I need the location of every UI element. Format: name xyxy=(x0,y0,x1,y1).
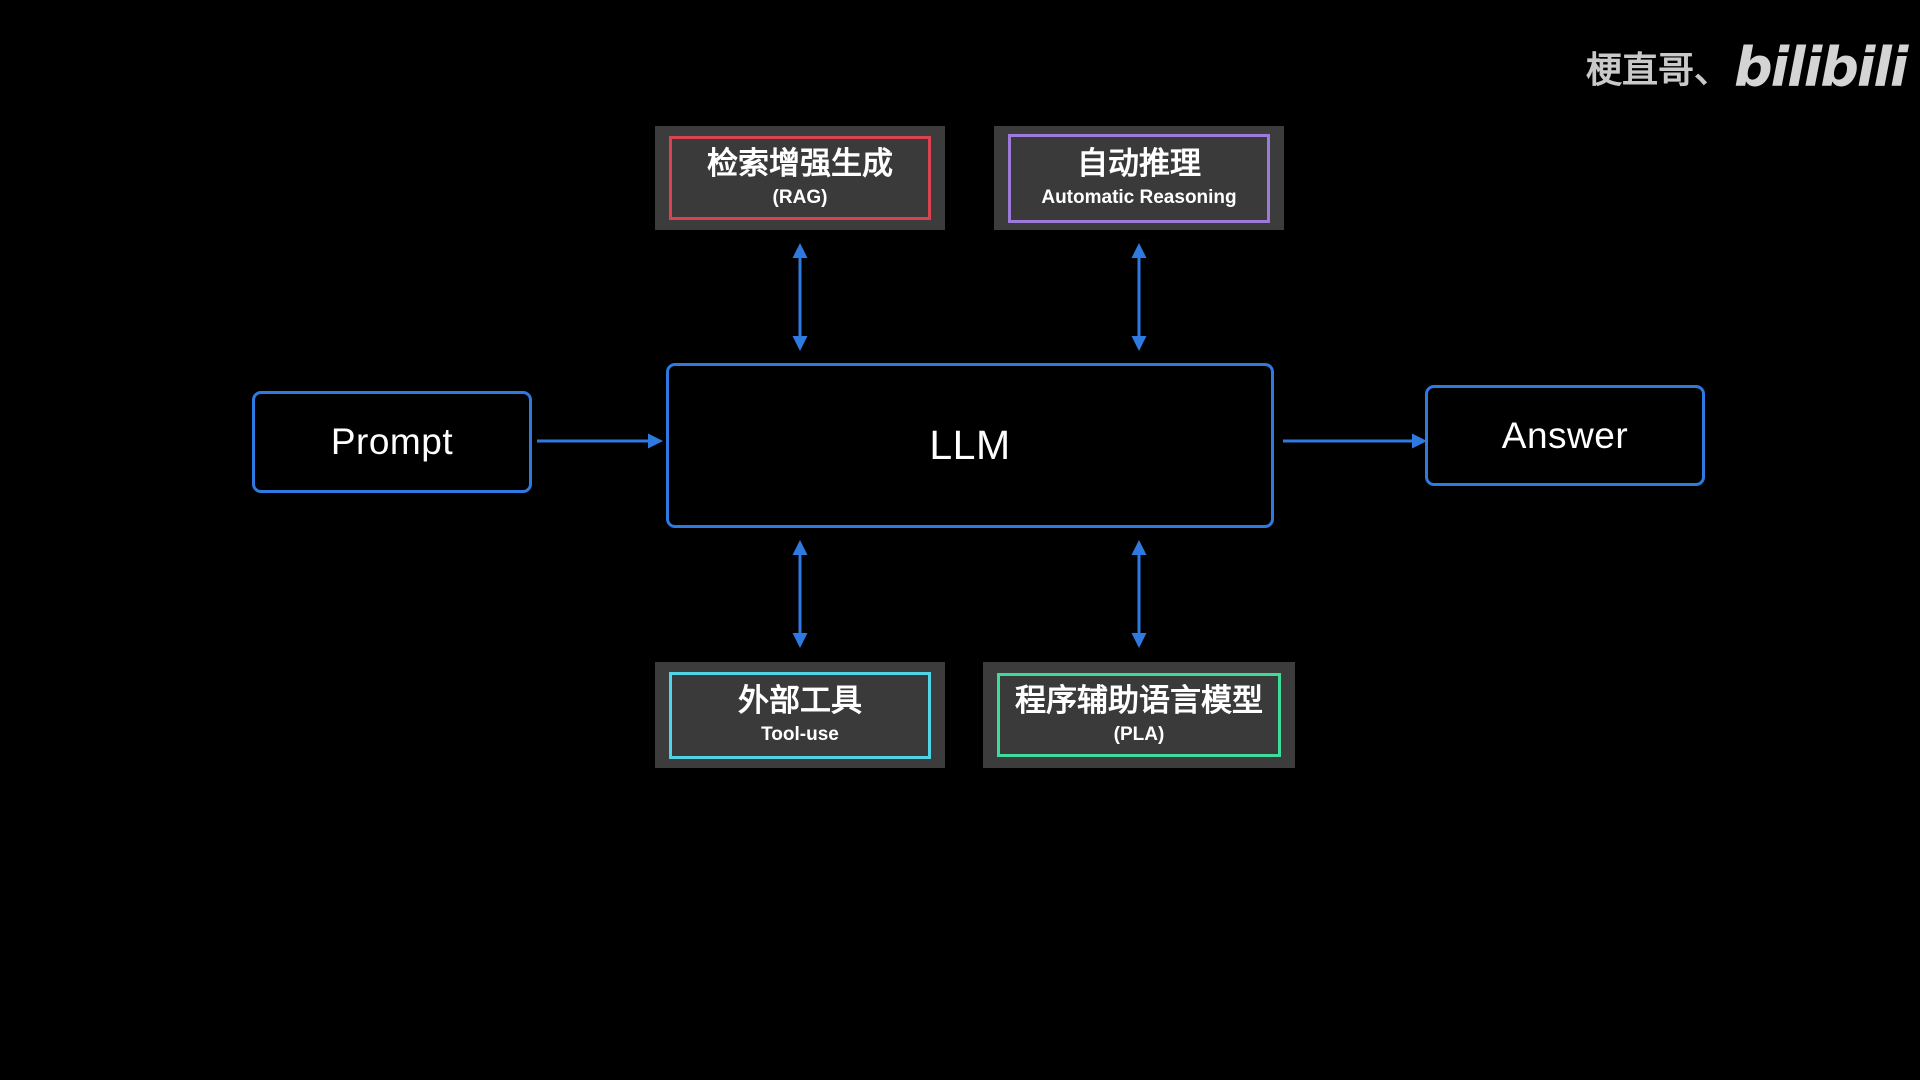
prompt-label: Prompt xyxy=(330,421,454,462)
tool-use-subtitle: Tool-use xyxy=(761,724,839,745)
tool-use-title: 外部工具 xyxy=(738,683,862,719)
pla-title: 程序辅助语言模型 xyxy=(1015,683,1263,719)
tool-use-inner: 外部工具 Tool-use xyxy=(669,671,931,759)
rag-inner: 检索增强生成 (RAG) xyxy=(669,136,931,220)
automatic-reasoning-title: 自动推理 xyxy=(1077,146,1201,182)
llm-box: LLM xyxy=(666,363,1274,528)
pla-inner: 程序辅助语言模型 (PLA) xyxy=(997,673,1281,757)
automatic-reasoning-subtitle: Automatic Reasoning xyxy=(1041,187,1237,208)
prompt-box: Prompt xyxy=(252,391,532,493)
bilibili-logo: bilibili xyxy=(1734,35,1908,99)
answer-box: Answer xyxy=(1425,385,1705,486)
watermark-author: 梗直哥、 xyxy=(1586,50,1731,91)
watermark: 梗直哥、 bilibili xyxy=(1586,32,1908,102)
llm-label: LLM xyxy=(929,422,1011,468)
rag-subtitle: (RAG) xyxy=(772,187,828,208)
rag-box: 检索增强生成 (RAG) xyxy=(655,126,945,230)
automatic-reasoning-inner: 自动推理 Automatic Reasoning xyxy=(1008,133,1270,223)
automatic-reasoning-box: 自动推理 Automatic Reasoning xyxy=(994,126,1284,230)
rag-title: 检索增强生成 xyxy=(707,146,893,182)
tool-use-box: 外部工具 Tool-use xyxy=(655,662,945,768)
pla-subtitle: (PLA) xyxy=(1113,724,1165,745)
pla-box: 程序辅助语言模型 (PLA) xyxy=(983,662,1295,768)
answer-label: Answer xyxy=(1501,414,1629,456)
